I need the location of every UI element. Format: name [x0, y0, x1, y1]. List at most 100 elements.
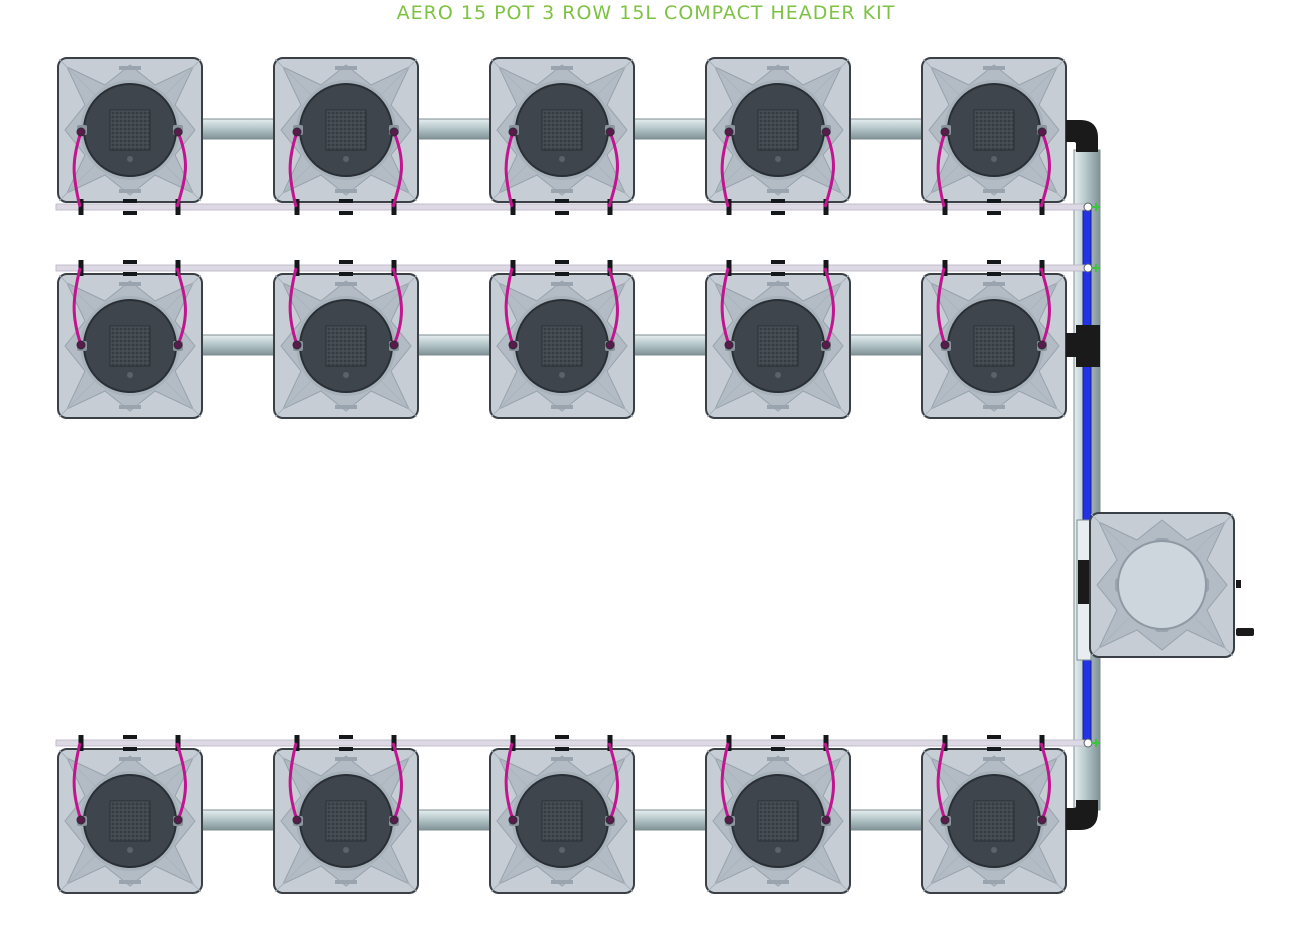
connector-icon: [1092, 264, 1100, 272]
emitter-clip: [987, 199, 1001, 203]
emitter-clip: [987, 735, 1001, 739]
elbow-icon: [1066, 120, 1098, 152]
drip-stake: [508, 815, 518, 825]
emitter-clip: [123, 747, 137, 751]
drip-line: [288, 742, 299, 821]
drip-line: [607, 267, 619, 346]
drip-line: [1039, 267, 1051, 346]
emitter-clip: [987, 260, 1001, 264]
drip-line: [72, 742, 83, 821]
emitter-clip: [294, 735, 300, 751]
emitter-clip: [123, 272, 137, 276]
drip-stake: [940, 815, 950, 825]
drip-stake: [292, 340, 302, 350]
emitter-clip: [555, 211, 569, 215]
header-layer: [1066, 120, 1254, 830]
drip-line: [720, 267, 731, 346]
emitter-clip: [339, 747, 353, 751]
emitter-clip: [123, 260, 137, 264]
drip-stake: [76, 815, 86, 825]
drip-stake: [1037, 340, 1047, 350]
drip-line: [504, 267, 515, 346]
drip-line: [1039, 131, 1051, 208]
emitter-clip: [726, 735, 732, 751]
emitter-clip: [555, 747, 569, 751]
drip-stake: [821, 127, 831, 137]
feed-line: [55, 203, 1091, 211]
drip-line: [720, 131, 731, 208]
emitter-clip: [942, 260, 948, 276]
feed-line: [55, 264, 1091, 272]
emitter-clip: [771, 272, 785, 276]
drip-line: [72, 267, 83, 346]
drip-stake: [940, 340, 950, 350]
emitter-clip: [123, 211, 137, 215]
emitter-clip: [771, 199, 785, 203]
drip-stake: [76, 127, 86, 137]
emitter-clip: [987, 272, 1001, 276]
emitter-clip: [555, 272, 569, 276]
emitter-clip: [339, 272, 353, 276]
connector-icon: [1083, 738, 1093, 748]
emitter-clip: [78, 260, 84, 276]
emitter-clip: [294, 260, 300, 276]
drip-line: [936, 267, 947, 346]
drip-stake: [173, 340, 183, 350]
drip-stake: [821, 815, 831, 825]
drip-stake: [605, 127, 615, 137]
emitter-clip: [771, 211, 785, 215]
drip-line: [504, 742, 515, 821]
drip-line: [391, 742, 403, 821]
drip-stake: [605, 340, 615, 350]
drip-stake: [940, 127, 950, 137]
emitter-clip: [339, 199, 353, 203]
connector-icon: [1083, 202, 1093, 212]
drip-stake: [173, 127, 183, 137]
emitter-clip: [987, 747, 1001, 751]
tank-fitting: [1078, 560, 1090, 604]
drip-line: [72, 131, 83, 208]
emitter-clip: [510, 260, 516, 276]
drip-stake: [76, 340, 86, 350]
drip-stake: [389, 815, 399, 825]
drip-line: [823, 742, 835, 821]
drip-line-layer: [72, 127, 1051, 825]
emitter-clip: [78, 199, 84, 215]
emitter-clip: [123, 735, 137, 739]
elbow-icon: [1066, 800, 1098, 830]
drip-line: [175, 267, 187, 346]
drip-stake: [292, 127, 302, 137]
drip-stake: [173, 815, 183, 825]
drip-line: [175, 131, 187, 208]
drip-line: [936, 742, 947, 821]
drip-line: [607, 742, 619, 821]
emitter-clip: [987, 211, 1001, 215]
emitter-clip: [78, 735, 84, 751]
drip-line: [823, 267, 835, 346]
connector-icon: [1092, 203, 1100, 211]
drip-line: [720, 742, 731, 821]
drip-stake: [1037, 815, 1047, 825]
drip-stake: [724, 340, 734, 350]
drip-stake: [508, 127, 518, 137]
tank-valve: [1236, 580, 1241, 588]
connector-icon: [1083, 263, 1093, 273]
drip-stake: [1037, 127, 1047, 137]
drip-line: [1039, 742, 1051, 821]
drip-stake: [724, 127, 734, 137]
emitter-clip: [726, 199, 732, 215]
drip-stake: [389, 340, 399, 350]
emitter-clip: [726, 260, 732, 276]
drip-stake: [724, 815, 734, 825]
drip-line: [391, 267, 403, 346]
emitter-clip: [555, 199, 569, 203]
feed-line: [55, 739, 1091, 747]
drip-line: [823, 131, 835, 208]
emitter-clip: [771, 747, 785, 751]
emitter-clip: [510, 199, 516, 215]
page-title: AERO 15 POT 3 ROW 15L COMPACT HEADER KIT: [396, 2, 896, 24]
drip-stake: [605, 815, 615, 825]
emitter-clip: [510, 735, 516, 751]
drip-stake: [389, 127, 399, 137]
drip-stake: [508, 340, 518, 350]
